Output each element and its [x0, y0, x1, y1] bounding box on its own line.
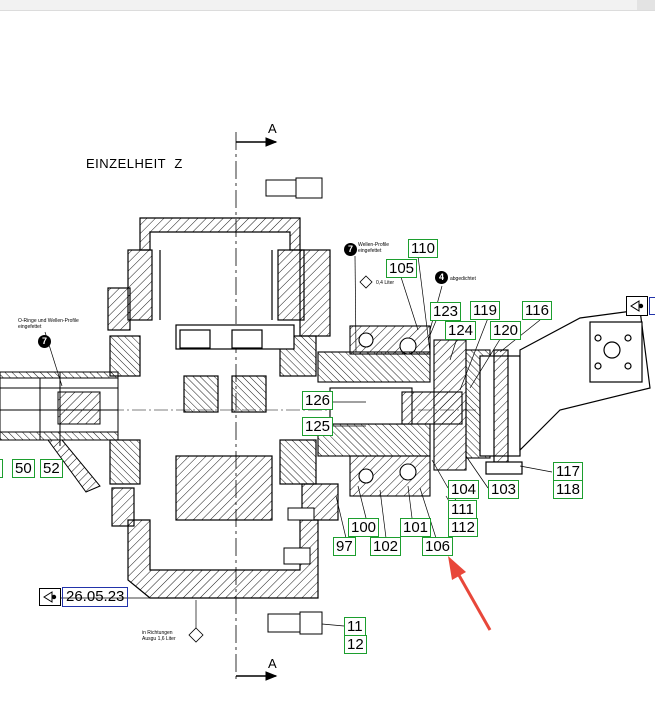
part-label-118[interactable]: 118	[553, 480, 583, 499]
diamond-top	[359, 275, 373, 289]
viewer-top-bar	[0, 0, 655, 11]
note-bottom: in Richtungen Ausgu 1,6 Liter	[142, 630, 176, 642]
motor-right	[479, 309, 651, 475]
part-label-123[interactable]: 123	[430, 302, 462, 321]
housing	[107, 217, 339, 599]
detail-title: EINZELHEIT Z	[86, 156, 183, 171]
view-direction-icon	[626, 296, 648, 316]
part-label-100[interactable]: 100	[348, 518, 380, 537]
bolts	[265, 177, 323, 635]
diamond-bottom	[188, 627, 204, 643]
part-label-103[interactable]: 103	[488, 480, 520, 499]
part-label-126[interactable]: 126	[302, 391, 334, 410]
part-label-102[interactable]: 102	[370, 537, 402, 556]
detail-title-text: EINZELHEIT	[86, 156, 167, 171]
note-top: Wellen-Profile eingefettet	[358, 242, 390, 254]
note-right: abgedichtet	[450, 276, 476, 282]
part-label-111[interactable]: 111	[448, 500, 477, 519]
view-direction-value-cut	[649, 297, 655, 315]
circled-number-left: 7	[38, 335, 51, 348]
circled-number-right: 4	[435, 271, 448, 284]
part-label-125[interactable]: 125	[302, 417, 334, 436]
part-label-124[interactable]: 124	[445, 321, 477, 340]
part-label-97[interactable]: 97	[333, 537, 356, 556]
part-label-106[interactable]: 106	[422, 537, 454, 556]
revision-date-value: 26.05.23	[62, 587, 129, 607]
part-label-52[interactable]: 52	[40, 459, 63, 478]
part-label-120[interactable]: 120	[490, 321, 522, 340]
part-label-110[interactable]: 110	[408, 239, 438, 258]
part-label-104[interactable]: 104	[448, 480, 480, 499]
part-label-119[interactable]: 119	[470, 301, 500, 320]
part-label-116[interactable]: 116	[522, 301, 552, 320]
section-label-top: A	[268, 121, 277, 136]
red-arrow	[448, 556, 492, 631]
section-label-bottom: A	[268, 656, 277, 671]
note-small-liter: 0,4 Liter	[376, 280, 395, 286]
viewer-scroll-corner[interactable]	[637, 0, 655, 10]
detail-title-letter: Z	[174, 156, 183, 171]
part-label-112[interactable]: 112	[448, 518, 478, 537]
part-label-cut-left[interactable]	[0, 459, 3, 478]
note-left: O-Ringe und Wellen-Profile eingefettet	[18, 318, 79, 330]
part-label-50[interactable]: 50	[12, 459, 35, 478]
circled-number-top: 7	[344, 243, 357, 256]
part-label-117[interactable]: 117	[553, 462, 583, 481]
shaft-left	[0, 371, 119, 493]
part-label-105[interactable]: 105	[386, 259, 418, 278]
part-label-12[interactable]: 12	[344, 635, 367, 654]
revision-icon	[39, 588, 61, 606]
part-label-11[interactable]: 11	[344, 617, 366, 636]
bearing-block	[317, 325, 491, 497]
revision-date: 26.05.23	[39, 587, 129, 607]
part-label-101[interactable]: 101	[400, 518, 432, 537]
